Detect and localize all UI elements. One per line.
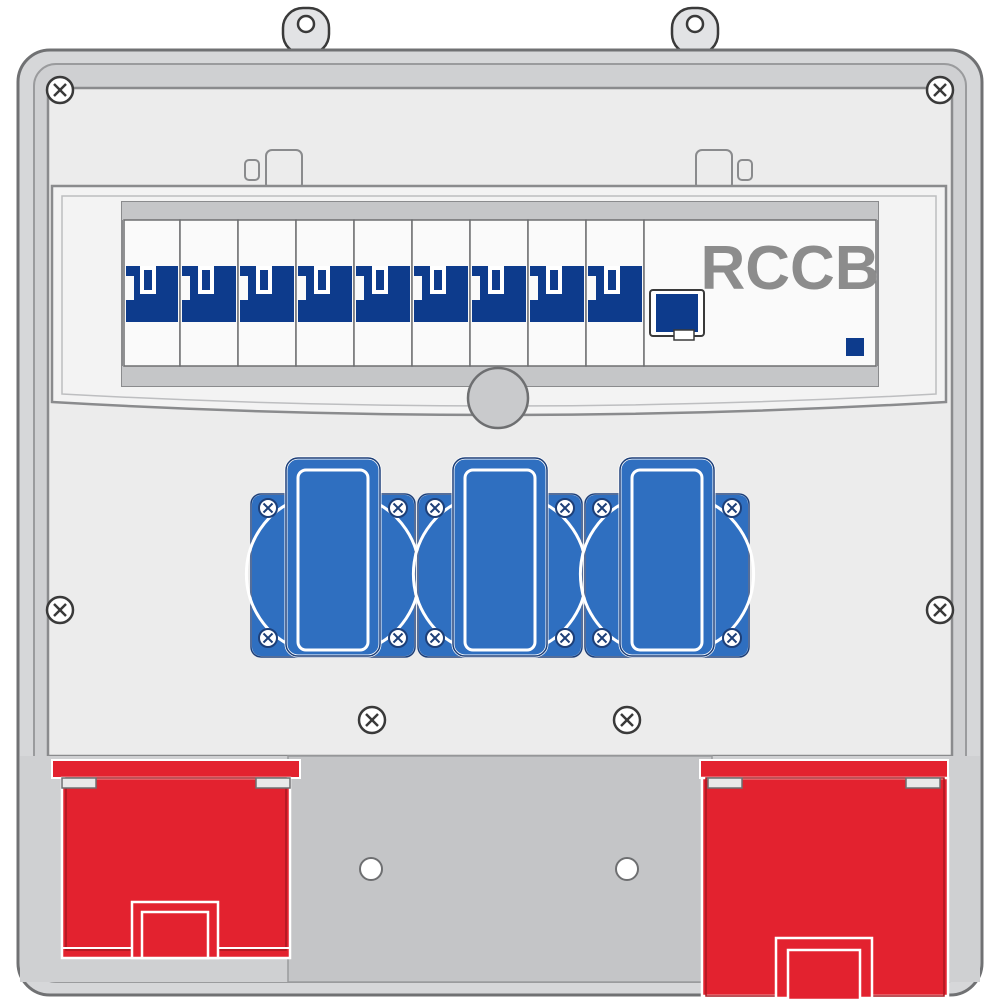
cee-socket-right[interactable]	[699, 759, 950, 1000]
schuko-socket[interactable]	[578, 456, 756, 658]
screw-icon	[258, 628, 278, 648]
mounting-hole	[615, 857, 639, 881]
circuit-breaker[interactable]	[411, 219, 471, 367]
rccb-label: RCCB	[700, 234, 879, 303]
screw-icon	[592, 498, 612, 518]
rccb-toggle[interactable]	[649, 289, 705, 341]
screw-icon	[45, 75, 75, 105]
lower-center-plate	[287, 755, 713, 983]
circuit-breaker[interactable]	[353, 219, 413, 367]
rccb-module: RCCB	[643, 219, 880, 367]
screw-icon	[722, 628, 742, 648]
schuko-socket[interactable]	[244, 456, 422, 658]
screw-icon	[425, 628, 445, 648]
circuit-breaker[interactable]	[469, 219, 529, 367]
screw-icon	[592, 628, 612, 648]
screw-icon	[357, 705, 387, 735]
mounting-tab-left	[281, 6, 331, 56]
circuit-breaker[interactable]	[527, 219, 587, 367]
screw-icon	[925, 595, 955, 625]
screw-icon	[612, 705, 642, 735]
rccb-test-button[interactable]	[846, 338, 864, 356]
mounting-tab-right	[670, 6, 720, 56]
breaker-row	[123, 219, 645, 367]
screw-icon	[555, 628, 575, 648]
cover-latch-left[interactable]	[244, 149, 303, 191]
cover-latch-right[interactable]	[695, 149, 753, 191]
cee-socket-left[interactable]	[51, 759, 301, 960]
cover-knob[interactable]	[466, 366, 530, 430]
screw-icon	[925, 75, 955, 105]
schuko-socket[interactable]	[411, 456, 589, 658]
circuit-breaker[interactable]	[585, 219, 645, 367]
screw-icon	[722, 498, 742, 518]
screw-icon	[425, 498, 445, 518]
screw-icon	[388, 628, 408, 648]
circuit-breaker[interactable]	[179, 219, 239, 367]
circuit-breaker[interactable]	[237, 219, 297, 367]
circuit-breaker[interactable]	[123, 219, 181, 367]
screw-icon	[258, 498, 278, 518]
screw-icon	[388, 498, 408, 518]
screw-icon	[555, 498, 575, 518]
screw-icon	[45, 595, 75, 625]
mounting-hole	[359, 857, 383, 881]
circuit-breaker[interactable]	[295, 219, 355, 367]
